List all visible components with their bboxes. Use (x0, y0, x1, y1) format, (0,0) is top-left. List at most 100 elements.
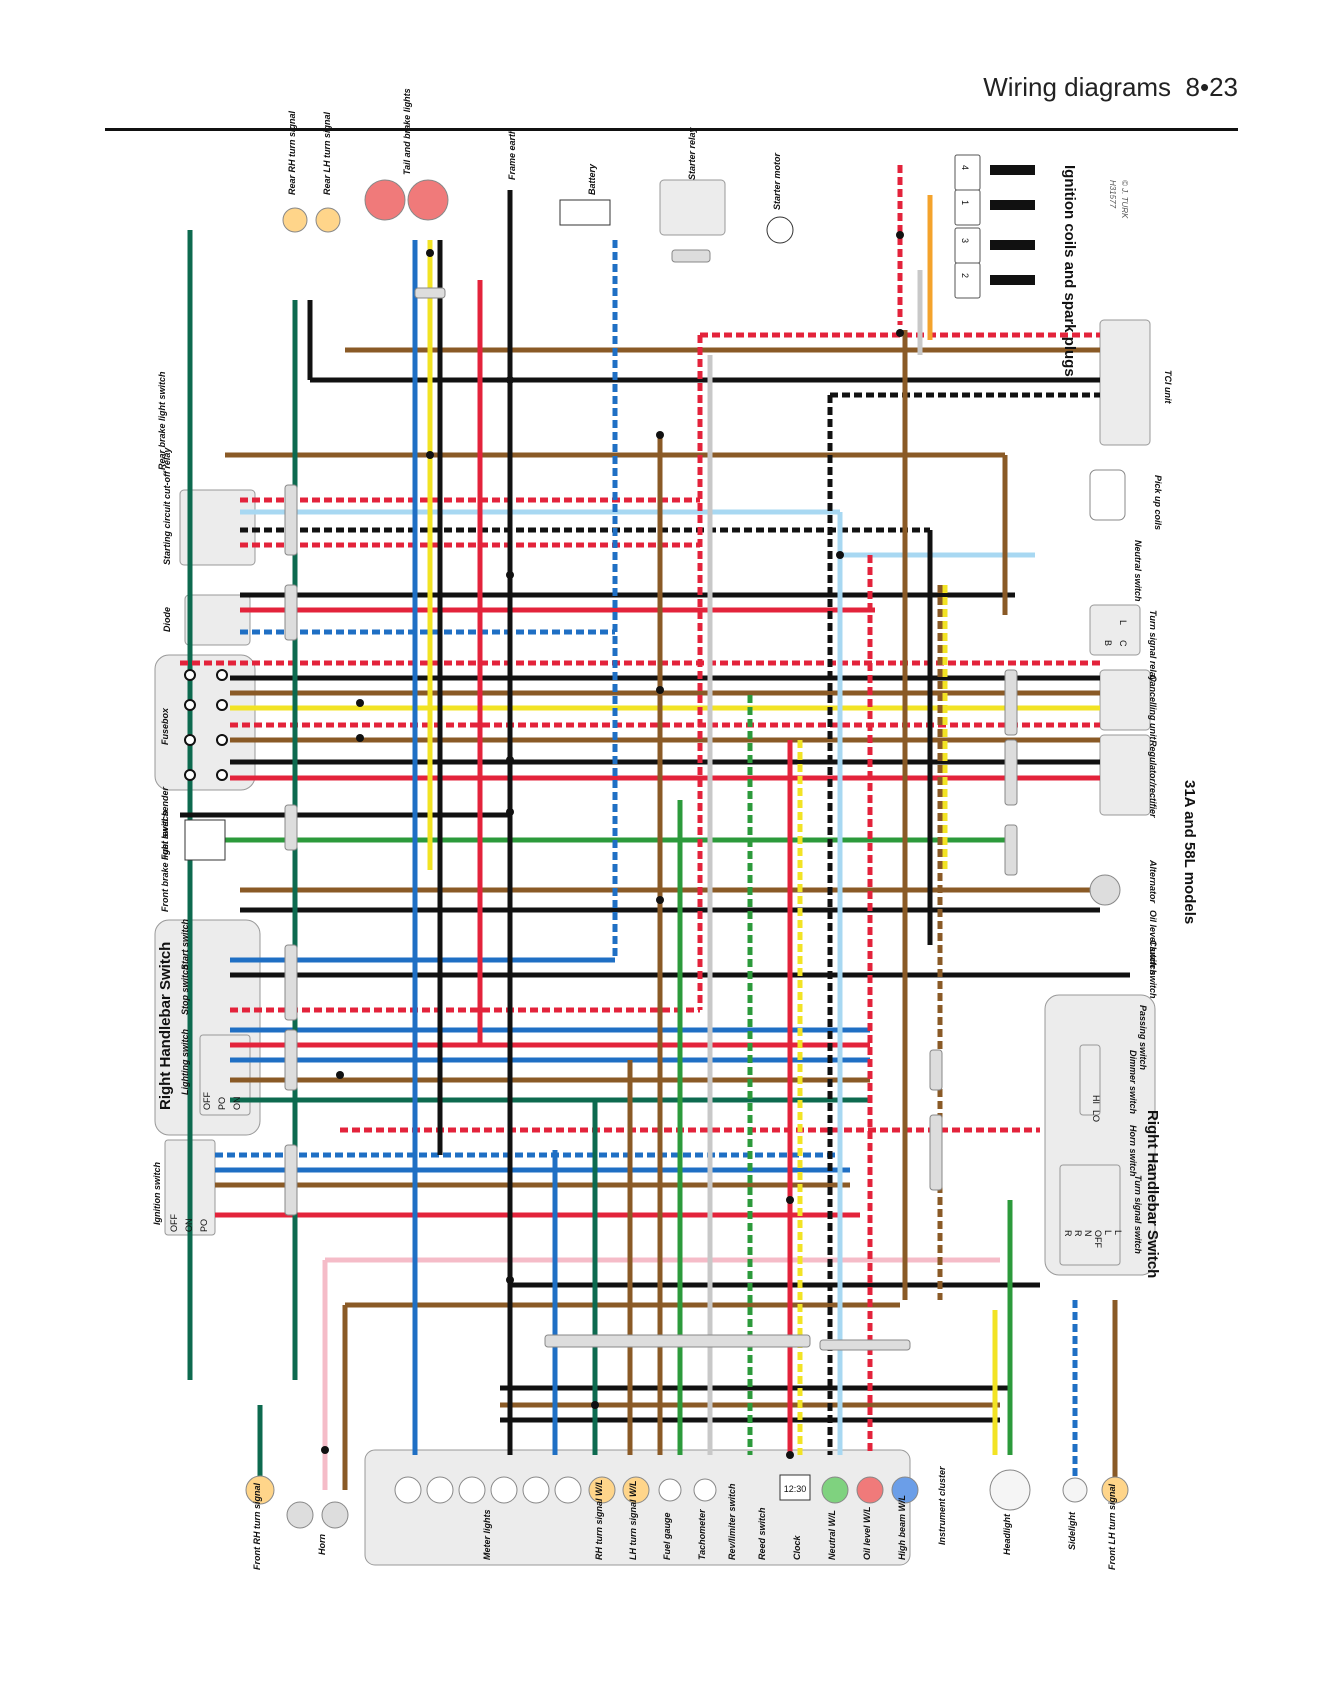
label-rev-limiter: Rev/limiter switch (727, 1483, 737, 1560)
label-clutch-switch: Clutch switch (1148, 940, 1158, 999)
junction (356, 734, 364, 742)
plug (990, 165, 1035, 175)
label-meter-lights: Meter lights (482, 1509, 492, 1560)
header-title: Wiring diagrams (983, 72, 1172, 102)
brake-light-bulb (407, 179, 449, 221)
fuel-sender-icon (184, 819, 226, 861)
turn-switch-grid (1059, 1164, 1121, 1266)
clock-display: 12:30 (784, 1484, 807, 1494)
rh-turn-wl-bulb (588, 1476, 616, 1504)
front-lh-turn-bulb (1101, 1476, 1129, 1504)
label-tachometer: Tachometer (697, 1509, 707, 1560)
label-fusebox: Fusebox (160, 707, 170, 745)
front-rh-turn-bulb (245, 1475, 275, 1505)
vertical-wires (257, 165, 1118, 1490)
dimmer-pos-lo: LO (1091, 1110, 1101, 1122)
cancelling-unit-box (1099, 669, 1151, 731)
label-frame-earth: Frame earth (507, 128, 517, 180)
junction (426, 249, 434, 257)
credit-artist: © J. TURK (1120, 180, 1129, 219)
connector-bars (284, 249, 1018, 1351)
lh-turn-wl-bulb (622, 1476, 650, 1504)
coil-number-1: 1 (960, 200, 970, 205)
label-lighting-switch: Lighting switch (180, 1029, 190, 1095)
tachometer-icon (693, 1478, 717, 1502)
label-starting-cutoff: Starting circuit cut-off relay (162, 447, 172, 565)
label-turn-relay: Turn signal relay (1148, 610, 1158, 683)
fuse (216, 699, 228, 711)
label-headlight: Headlight (1002, 1513, 1012, 1555)
top-labels: Rear RH turn signal Rear LH turn signal … (287, 88, 782, 210)
connector (819, 1339, 911, 1351)
junction (836, 551, 844, 559)
junction-dots (321, 231, 904, 1459)
dimmer-switch-grid (1079, 1044, 1101, 1116)
label-rh-turn-wl: RH turn signal W/L (594, 1480, 604, 1561)
fuse (216, 734, 228, 746)
left-labels: Rear brake light switch Starting circuit… (152, 371, 242, 1232)
label-ignition-coils: Ignition coils and spark plugs (1061, 165, 1078, 377)
label-cancelling-unit: Cancelling unit (1148, 675, 1158, 741)
spark-plugs (990, 165, 1035, 285)
label-tail-brake: Tail and brake lights (402, 88, 412, 175)
connector (284, 944, 298, 1021)
junction (506, 1276, 514, 1284)
label-rear-rh-turn: Rear RH turn signal (287, 110, 297, 195)
meter-light-bulb (554, 1476, 582, 1504)
horizontal-wires (180, 230, 1130, 1423)
diode-box (184, 594, 251, 646)
relay-terminal-l: L (1118, 620, 1128, 625)
label-rear-lh-turn: Rear LH turn signal (322, 111, 332, 195)
label-horn: Horn (317, 1534, 327, 1555)
headlight-bulb (989, 1469, 1031, 1511)
label-instrument-cluster: Instrument cluster (937, 1466, 947, 1545)
label-front-lh-turn: Front LH turn signal (1107, 1484, 1117, 1570)
dimmer-pos-hi: HI (1091, 1095, 1101, 1104)
page-header: Wiring diagrams 8•23 (983, 72, 1238, 103)
turn-pos-l1: L (1103, 1230, 1113, 1235)
battery-icon (559, 199, 611, 226)
ignition-pos-po: PO (199, 1219, 209, 1232)
sidelight-bulb (1062, 1477, 1088, 1503)
junction (506, 756, 514, 764)
ignition-coils (954, 154, 981, 299)
label-clock: Clock (792, 1534, 802, 1560)
junction (506, 571, 514, 579)
starter-relay-box (659, 179, 726, 236)
tail-light-bulb (364, 179, 406, 221)
label-tci-unit: TCI unit (1163, 370, 1173, 404)
turn-relay-box (1089, 604, 1141, 656)
fuse (184, 769, 196, 781)
label-pickup-coils: Pick up coils (1153, 475, 1163, 530)
plug (990, 275, 1035, 285)
coil-2 (954, 262, 981, 299)
fuse (216, 769, 228, 781)
label-start-switch: Start switch (180, 918, 190, 970)
label-sidelight: Sidelight (1067, 1511, 1077, 1550)
oil-level-wl-bulb (856, 1476, 884, 1504)
connector (544, 1334, 811, 1348)
label-dimmer-switch: Dimmer switch (1128, 1050, 1138, 1115)
relay-terminal-b: B (1103, 640, 1113, 646)
starter-motor-icon (766, 216, 794, 244)
label-passing-switch: Passing switch (1138, 1005, 1148, 1071)
label-horn-switch: Horn switch (1128, 1125, 1138, 1177)
label-stop-switch: Stop switch (180, 964, 190, 1015)
label-diode: Diode (162, 607, 172, 632)
label-fuel-gauge: Fuel gauge (662, 1512, 672, 1560)
fuse (184, 734, 196, 746)
rear-lh-turn-bulb (315, 207, 341, 233)
junction (426, 451, 434, 459)
label-neutral-wl: Neutral W/L (827, 1510, 837, 1560)
turn-pos-off: OFF (1093, 1230, 1103, 1248)
header-rule (105, 128, 1238, 131)
junction (506, 376, 514, 384)
connector (414, 287, 446, 299)
right-labels: Ignition coils and spark plugs H31577 © … (960, 165, 1198, 1278)
ignition-pos-off: OFF (169, 1214, 179, 1232)
label-starter-relay: Starter relay (687, 126, 697, 180)
junction (656, 896, 664, 904)
lighting-switch-grid (199, 1034, 251, 1116)
header-page-number: 8•23 (1185, 72, 1238, 102)
